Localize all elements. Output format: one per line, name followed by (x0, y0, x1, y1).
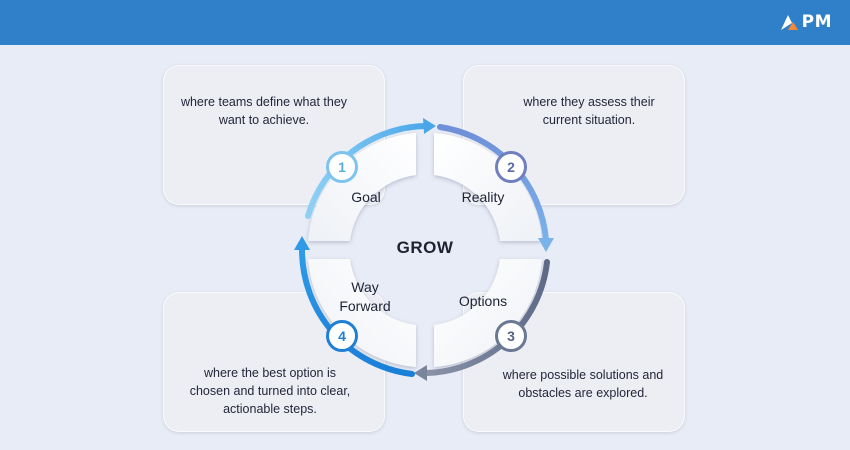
arrow-goal-to-reality (305, 123, 429, 219)
brand-logo: PM (779, 10, 832, 34)
stage-1-badge: 1 (326, 151, 358, 183)
options-description: where possible solutions and obstacles a… (502, 368, 664, 400)
way-forward-label: Way Forward (339, 279, 391, 314)
stage-4-badge: 4 (326, 320, 358, 352)
way-forward-segment (308, 259, 416, 367)
header-bar: PM (0, 0, 850, 45)
logo-text: PM (801, 12, 832, 32)
arrowhead-top-icon (423, 118, 436, 134)
goal-description: where teams define what they want to ach… (180, 95, 348, 127)
way-forward-description-card: where the best option is chosen and turn… (163, 292, 385, 432)
stage-2-badge: 2 (495, 151, 527, 183)
options-segment (434, 259, 542, 367)
way-forward-description: where the best option is chosen and turn… (189, 366, 351, 416)
reality-segment (434, 133, 542, 241)
logo-mark-icon (780, 15, 798, 30)
reality-description: where they assess their current situatio… (523, 95, 655, 127)
arrowhead-right-icon (538, 238, 554, 252)
center-title: GROW (396, 238, 454, 257)
options-label: Options (458, 293, 508, 309)
arrowhead-left-icon (294, 236, 310, 250)
goal-segment (308, 133, 416, 241)
stage-3-badge: 3 (495, 320, 527, 352)
arrowhead-bottom-icon (414, 365, 427, 381)
reality-label: Reality (461, 189, 505, 205)
goal-label: Goal (351, 189, 381, 205)
